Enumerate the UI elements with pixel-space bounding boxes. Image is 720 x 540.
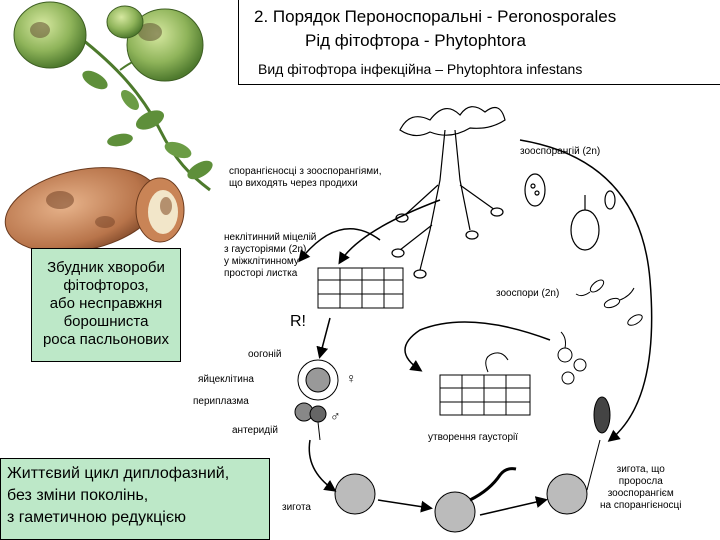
cycle-line: з гаметичною редукцією bbox=[7, 507, 263, 529]
disease-line: борошниста bbox=[32, 313, 180, 331]
zygote-drawing bbox=[335, 397, 610, 532]
label-sporangiophores: спорангієносці з зооспорангіями, що вихо… bbox=[229, 166, 382, 190]
cycle-arrow-zygote-sprout bbox=[378, 500, 430, 508]
zoosporangium-drawing bbox=[525, 174, 615, 250]
heading-genus: Рід фітофтора - Phytophtora bbox=[305, 31, 526, 51]
label-oogonium: оогоній bbox=[248, 349, 281, 361]
cycle-line: без зміни поколінь, bbox=[7, 485, 263, 507]
label-zoosporangium: зооспорангій (2n) bbox=[520, 146, 600, 158]
female-symbol-icon: ♀ bbox=[346, 370, 357, 386]
heading-order: 2. Порядок Пероноспоральні - Peronospora… bbox=[254, 7, 616, 27]
disease-line: або несправжня bbox=[32, 295, 180, 313]
cycle-arrow-sprout-sporangium bbox=[480, 500, 545, 515]
label-meiosis: R! bbox=[290, 316, 306, 328]
label-antheridium: антеридій bbox=[232, 425, 278, 437]
cycle-arrow-to-zygote bbox=[309, 440, 334, 490]
label-zoospores: зооспори (2n) bbox=[496, 288, 559, 300]
cycle-line: Життєвий цикл диплофазний, bbox=[7, 463, 263, 485]
label-zygote: зигота bbox=[282, 502, 311, 514]
disease-line: роса пасльонових bbox=[32, 331, 180, 349]
cycle-arrow-to-oogonium bbox=[320, 318, 330, 356]
label-haustorium: утворення гаусторії bbox=[428, 432, 518, 444]
life-cycle-info-box: Життєвий цикл диплофазний, без зміни пок… bbox=[0, 458, 270, 540]
disease-info-box: Збудник хвороби фітофтороз, або несправж… bbox=[31, 248, 181, 362]
zoospores-drawing bbox=[558, 278, 644, 384]
disease-line: Збудник хвороби bbox=[32, 259, 180, 277]
label-egg-cell: яйцеклітина bbox=[198, 374, 254, 386]
cycle-arrow-zoospores-to-haustorium bbox=[405, 322, 550, 370]
heading-species: Вид фітофтора інфекційна – Phytophtora i… bbox=[258, 61, 582, 77]
label-periplasm: периплазма bbox=[193, 396, 249, 408]
male-symbol-icon: ♂ bbox=[330, 408, 341, 424]
oogonium-drawing bbox=[295, 360, 338, 440]
label-mycelium: неклітинний міцелій з гаусторіями (2n) у… bbox=[224, 232, 316, 280]
disease-line: фітофтороз, bbox=[32, 277, 180, 295]
sporangiophore-drawing bbox=[392, 107, 505, 278]
tomato-plant-image bbox=[14, 2, 216, 190]
label-zygote-sprouted: зигота, що проросла зооспорангієм на спо… bbox=[600, 464, 682, 512]
